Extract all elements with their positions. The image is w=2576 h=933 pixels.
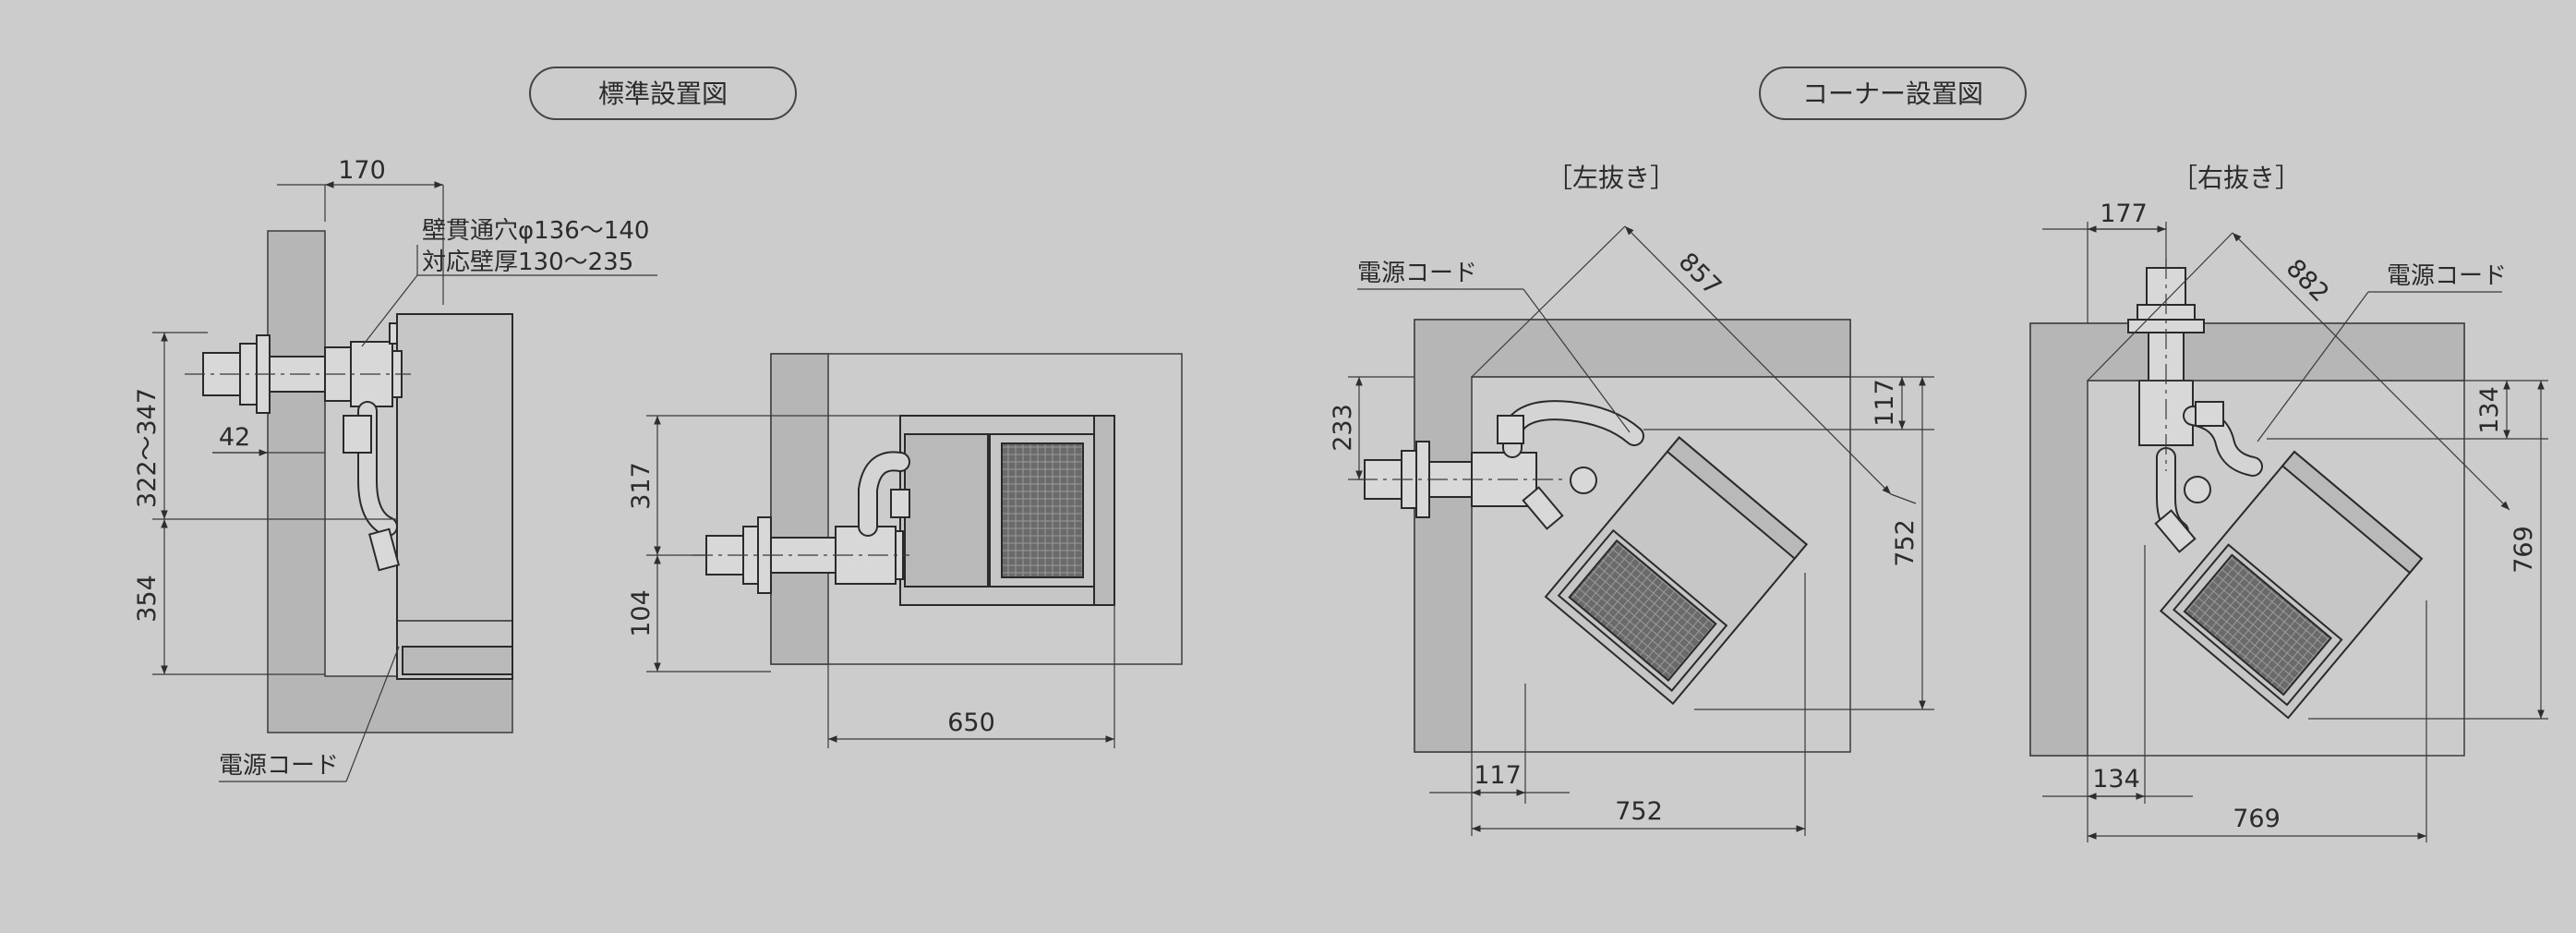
side-view: 170 42 322～347 354 壁貫通穴φ136～140 対応壁厚130～… bbox=[133, 156, 657, 782]
svg-text:標準設置図: 標準設置図 bbox=[598, 79, 728, 109]
dim-752-horizontal: 752 bbox=[1615, 797, 1663, 826]
dim-317: 317 bbox=[627, 462, 656, 510]
dim-769-horizontal: 769 bbox=[2233, 805, 2281, 833]
top-grille bbox=[1001, 442, 1084, 578]
dim-134-horizontal: 134 bbox=[2092, 765, 2140, 794]
dim-104: 104 bbox=[627, 589, 656, 637]
dim-752-vertical: 752 bbox=[1891, 519, 1920, 567]
top-view: 317 104 650 bbox=[627, 353, 1183, 748]
title-standard: 標準設置図 bbox=[529, 67, 797, 120]
dim-170: 170 bbox=[338, 156, 386, 185]
dim-650: 650 bbox=[947, 709, 995, 737]
dim-769-vertical: 769 bbox=[2510, 526, 2538, 574]
label-wall-hole: 壁貫通穴φ136～140 bbox=[422, 217, 649, 245]
dim-233: 233 bbox=[1329, 404, 1357, 452]
dim-117-vertical: 117 bbox=[1871, 379, 1899, 427]
dim-177: 177 bbox=[2100, 200, 2148, 228]
label-power-cord-left: 電源コード bbox=[1357, 260, 1477, 287]
corner-left-view: 233 117 752 117 752 857 電源コード bbox=[1329, 225, 1934, 836]
dim-322-347: 322～347 bbox=[133, 388, 162, 508]
dim-882: 882 bbox=[2281, 254, 2334, 308]
corner-right-view: 177 134 769 134 769 882 電源コード bbox=[2029, 200, 2548, 842]
side-unit-body bbox=[396, 313, 513, 680]
subtitle-right-out: ［右抜き］ bbox=[2172, 163, 2301, 193]
dim-134-vertical: 134 bbox=[2475, 386, 2504, 434]
title-corner: コーナー設置図 bbox=[1759, 67, 2027, 120]
svg-text:コーナー設置図: コーナー設置図 bbox=[1802, 79, 1983, 109]
label-wall-thickness: 対応壁厚130～235 bbox=[422, 248, 633, 276]
label-power-cord-side: 電源コード bbox=[219, 752, 339, 780]
dim-857: 857 bbox=[1673, 248, 1727, 301]
label-power-cord-right: 電源コード bbox=[2387, 262, 2507, 290]
dim-117-horizontal: 117 bbox=[1474, 761, 1522, 790]
dim-354: 354 bbox=[133, 575, 162, 623]
dim-42: 42 bbox=[219, 423, 250, 452]
subtitle-left-out: ［左抜き］ bbox=[1547, 163, 1676, 193]
